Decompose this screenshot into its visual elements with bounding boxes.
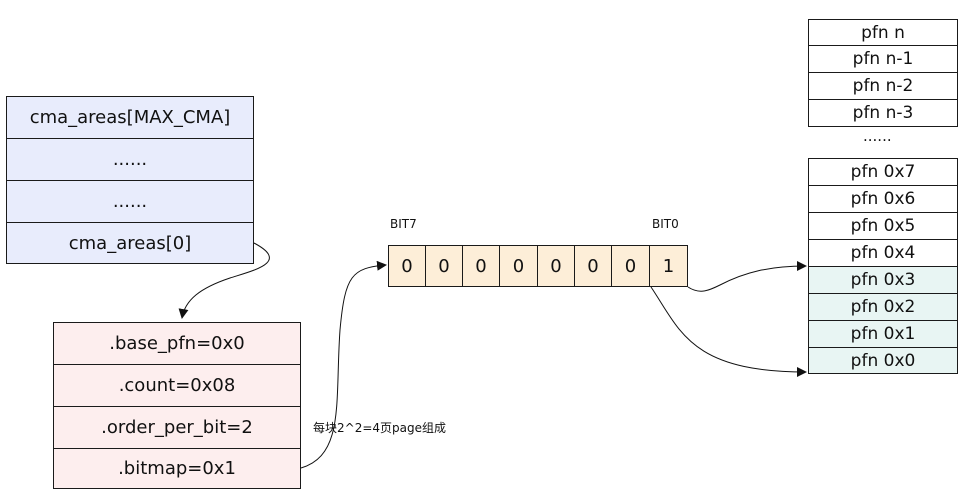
field-order-per-bit: .order_per_bit=2 [53,406,301,449]
pfn-0x1: pfn 0x1 [808,320,958,348]
bit-cell-0: 1 [649,245,688,287]
pfn-ellipsis: ...... [863,127,892,145]
field-bitmap: .bitmap=0x1 [53,448,301,489]
arrow-bit0-to-pfn-0x0 [650,286,807,377]
pfn-0x7: pfn 0x7 [808,158,958,186]
bit-cell-1: 0 [611,245,650,287]
arrow-cma-area-to-struct [178,242,270,319]
bit-cell-2: 0 [574,245,612,287]
bit-cell-7: 0 [388,245,426,287]
pfn-0x2: pfn 0x2 [808,293,958,321]
arrow-bit0-to-pfn-0x3 [687,261,807,292]
pfn-0x5: pfn 0x5 [808,212,958,240]
field-base-pfn: .base_pfn=0x0 [53,322,301,365]
cma-areas-max: cma_areas[MAX_CMA] [6,96,254,139]
pfn-0x6: pfn 0x6 [808,185,958,213]
block-size-annotation: 每块2^2=4页page组成 [313,421,446,435]
bit-cell-3: 0 [537,245,575,287]
bit7-label: BIT7 [390,217,417,231]
pfn-n-1: pfn n-1 [808,45,958,73]
cma-areas-zero: cma_areas[0] [6,222,254,264]
pfn-n: pfn n [808,19,958,46]
arrow-bitmap-to-bits [300,260,387,469]
bit-cell-6: 0 [425,245,463,287]
pfn-n-3: pfn n-3 [808,99,958,127]
pfn-0x0: pfn 0x0 [808,347,958,374]
bit0-label: BIT0 [652,217,679,231]
pfn-0x3: pfn 0x3 [808,266,958,294]
field-count: .count=0x08 [53,364,301,407]
pfn-n-2: pfn n-2 [808,72,958,100]
cma-areas-ellipsis-2: ...... [6,180,254,223]
